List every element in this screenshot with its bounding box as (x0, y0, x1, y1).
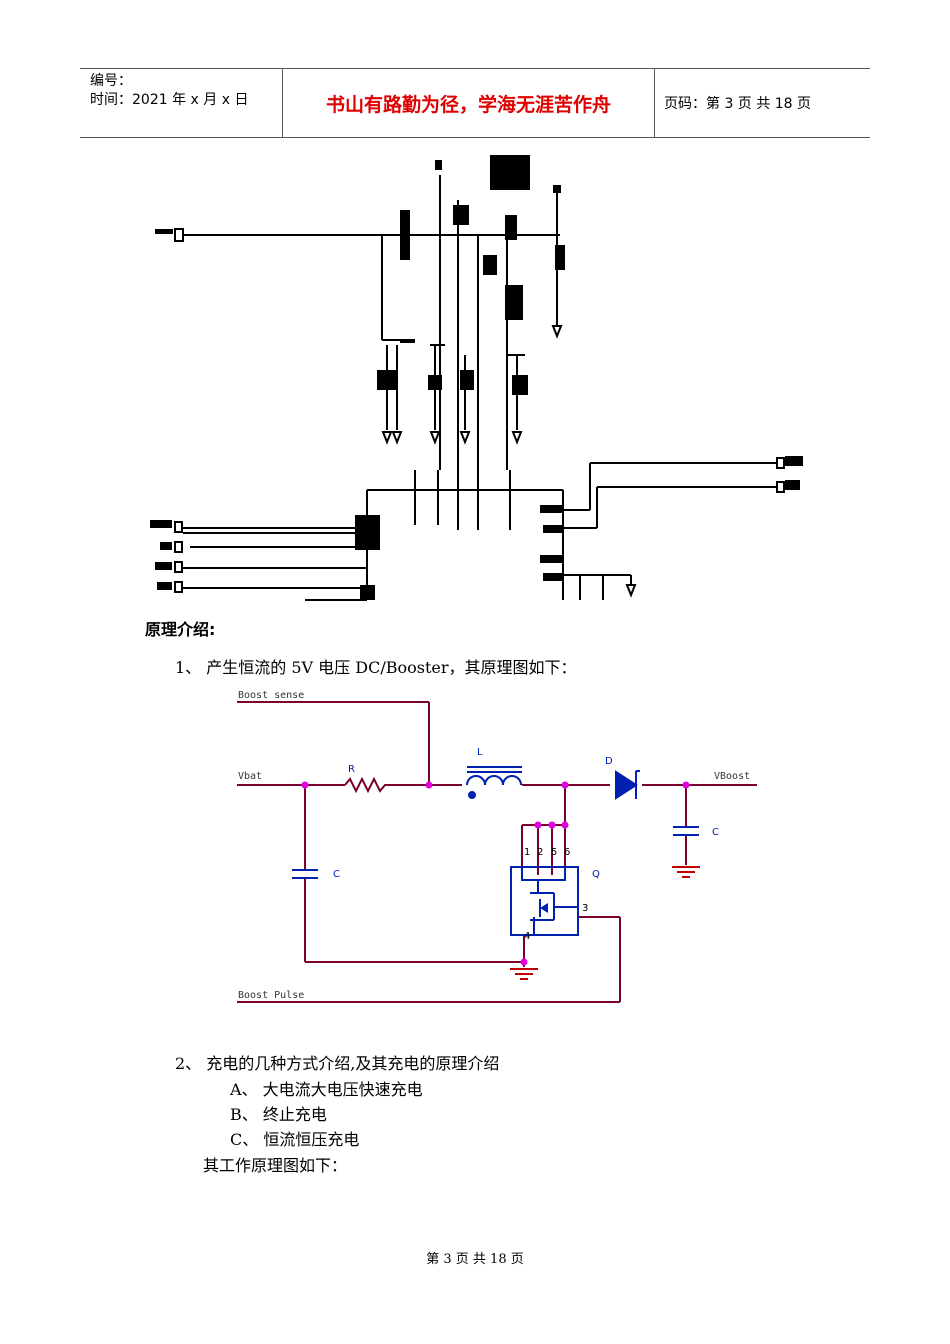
sub-item-b: B、 终止充电 (230, 1105, 327, 1124)
label-l: L (477, 747, 483, 758)
label-vboost: VBoost (714, 771, 750, 782)
sub-item-c: C、 恒流恒压充电 (230, 1130, 360, 1149)
label-pin-3: 3 (582, 903, 588, 914)
section-title: 原理介绍: (145, 620, 216, 639)
label-d: D (605, 756, 613, 767)
label-pin-4: 4 (524, 931, 530, 942)
sub-item-a: A、 大电流大电压快速充电 (230, 1080, 423, 1099)
label-boost-sense: Boost sense (238, 690, 304, 701)
page-header: 编号： 时间：2021 年 x 月 x 日 书山有路勤为径，学海无涯苦作舟 页码… (80, 68, 870, 138)
header-meta: 编号： 时间：2021 年 x 月 x 日 (80, 69, 283, 137)
boost-converter-schematic: Boost sense Boost Pulse Vbat VBoost R L … (237, 690, 757, 1003)
item-1-text: 1、 产生恒流的 5V 电压 DC/Booster，其原理图如下： (175, 658, 577, 677)
charger-schematic-diagram (150, 155, 803, 601)
label-c-right: C (712, 827, 719, 838)
label-pin-1: 1 (524, 847, 530, 858)
label-pin-5: 5 (551, 847, 557, 858)
header-page-info: 页码：第 3 页 共 18 页 (664, 96, 811, 112)
page-footer: 第 3 页 共 18 页 (426, 1252, 524, 1267)
time-label: 时间：2021 年 x 月 x 日 (90, 92, 249, 108)
label-r: R (348, 764, 355, 775)
header-motto: 书山有路勤为径，学海无涯苦作舟 (283, 69, 655, 137)
label-c-left: C (333, 869, 340, 880)
label-pin-6: 6 (564, 847, 570, 858)
number-label: 编号： (90, 73, 132, 89)
label-pin-2: 2 (537, 847, 543, 858)
closing-text: 其工作原理图如下： (203, 1156, 348, 1175)
label-boost-pulse: Boost Pulse (238, 990, 304, 1001)
label-q: Q (592, 869, 600, 880)
item-2-text: 2、 充电的几种方式介绍,及其充电的原理介绍 (175, 1054, 500, 1073)
label-vbat: Vbat (238, 771, 262, 782)
